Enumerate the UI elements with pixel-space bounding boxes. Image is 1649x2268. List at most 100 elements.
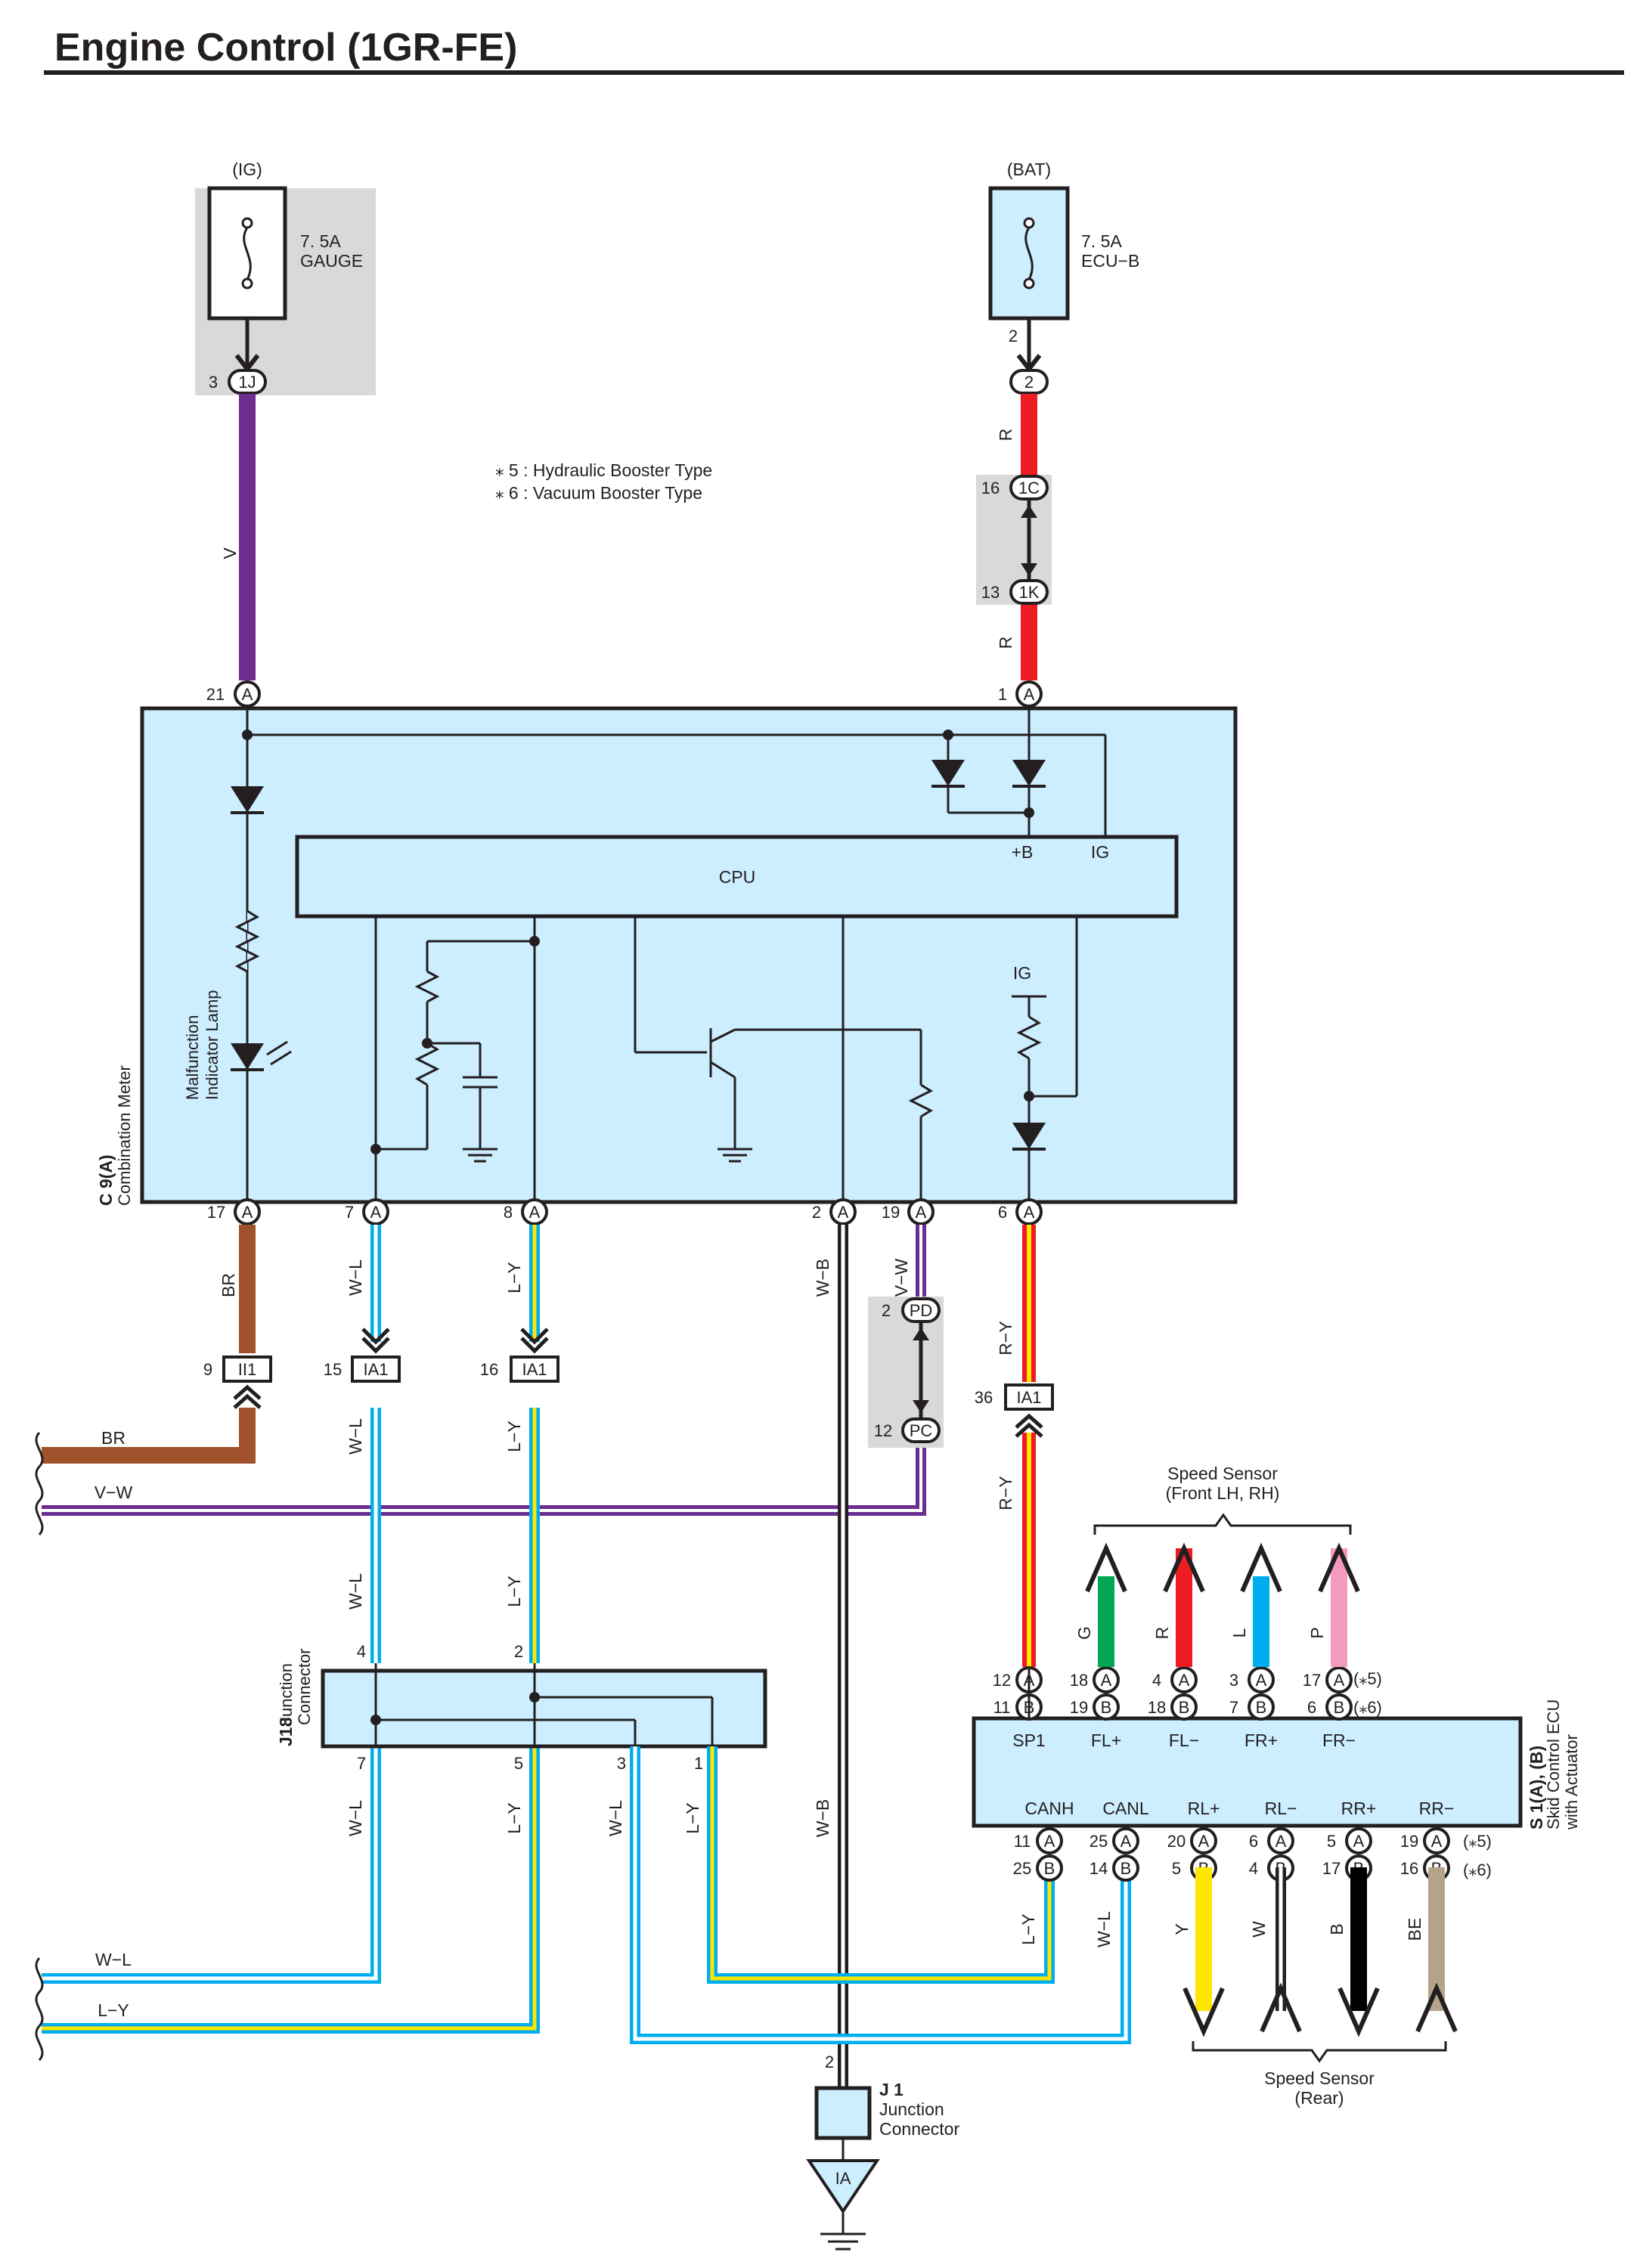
- svg-text:7: 7: [1229, 1698, 1238, 1717]
- svg-text:25: 25: [1013, 1859, 1031, 1878]
- svg-text:16: 16: [981, 479, 1000, 497]
- svg-text:A: A: [1179, 1671, 1190, 1690]
- svg-text:BE: BE: [1405, 1918, 1424, 1941]
- svg-text:14: 14: [1090, 1859, 1108, 1878]
- skid-bottom-terminals: CANHA11B25CANLA25B14RL+A20B5RL−A6B4RR+A5…: [1013, 1799, 1454, 1882]
- svg-text:W−L: W−L: [346, 1418, 365, 1455]
- svg-text:13: 13: [981, 583, 1000, 602]
- svg-text:FR+: FR+: [1244, 1730, 1278, 1750]
- svg-text:A: A: [1334, 1671, 1345, 1690]
- svg-text:1J: 1J: [238, 373, 256, 392]
- svg-text:II1: II1: [238, 1360, 256, 1379]
- cpu-block: [295, 835, 1179, 919]
- svg-text:A: A: [242, 1203, 253, 1222]
- svg-text:4: 4: [1249, 1859, 1258, 1878]
- ig-fuse-group: (IG) 7. 5A GAUGE 1J 3: [195, 160, 376, 395]
- svg-text:W−L: W−L: [95, 1950, 132, 1969]
- svg-text:B: B: [1256, 1698, 1267, 1717]
- svg-text:Connector: Connector: [295, 1648, 314, 1725]
- svg-text:L−Y: L−Y: [98, 2000, 129, 2020]
- svg-text:W−L: W−L: [1094, 1911, 1114, 1947]
- svg-text:L−Y: L−Y: [504, 1802, 524, 1834]
- svg-text:A: A: [1101, 1671, 1112, 1690]
- svg-text:2: 2: [812, 1203, 821, 1222]
- svg-text:18: 18: [1070, 1671, 1088, 1690]
- conn-1j: [228, 369, 267, 395]
- conn-ii1: II1 9: [203, 1356, 272, 1409]
- svg-text:2: 2: [882, 1301, 891, 1320]
- front-sensor-label-2: (Front LH, RH): [1166, 1483, 1280, 1503]
- svg-text:L−Y: L−Y: [504, 1576, 524, 1607]
- svg-text:11: 11: [993, 1698, 1011, 1717]
- svg-text:BR: BR: [219, 1273, 238, 1297]
- svg-text:A: A: [1121, 1832, 1132, 1851]
- svg-text:A: A: [1024, 1203, 1035, 1222]
- svg-text:with Actuator: with Actuator: [1562, 1734, 1581, 1830]
- svg-text:A: A: [1353, 1832, 1365, 1851]
- svg-text:A: A: [1198, 1832, 1210, 1851]
- title-rule: [44, 70, 1624, 75]
- svg-text:A: A: [1275, 1832, 1287, 1851]
- meter-bottom-pins: A 17 A 7 A 8 A 2 A 19 A 6: [207, 1198, 1043, 1225]
- note5-bottom: (⁎5): [1463, 1832, 1492, 1851]
- svg-text:Y: Y: [1172, 1923, 1192, 1935]
- svg-text:FL+: FL+: [1091, 1730, 1121, 1750]
- bat-source-label: (BAT): [1007, 160, 1051, 179]
- svg-text:5: 5: [1327, 1832, 1336, 1851]
- note5-top: (⁎5): [1353, 1669, 1382, 1688]
- j18-junction-box: [321, 1668, 767, 1749]
- svg-text:A: A: [1044, 1832, 1055, 1851]
- svg-text:BR: BR: [101, 1428, 126, 1448]
- svg-text:W: W: [1249, 1921, 1269, 1938]
- svg-text:FL−: FL−: [1169, 1730, 1199, 1750]
- skid-ecu-id: S 1(A), (B): [1527, 1746, 1546, 1830]
- bat-fuse-group: (BAT) 7. 5A ECU−B 2 2: [988, 160, 1139, 395]
- svg-text:15: 15: [324, 1360, 342, 1379]
- svg-text:R: R: [996, 637, 1015, 649]
- svg-text:A: A: [916, 1203, 927, 1222]
- svg-text:PC: PC: [910, 1421, 933, 1440]
- note6-top: (⁎6): [1353, 1698, 1382, 1717]
- note-hydraulic: ⁎ 5 : Hydraulic Booster Type: [495, 460, 712, 480]
- svg-text:6: 6: [1249, 1832, 1258, 1851]
- rear-speed-sensor-wires: [1183, 1867, 1458, 2037]
- wire-br-lower: [42, 1408, 256, 1464]
- svg-text:5: 5: [1172, 1859, 1181, 1878]
- svg-text:4: 4: [1152, 1671, 1161, 1690]
- front-sensor-label-1: Speed Sensor: [1167, 1464, 1278, 1483]
- svg-text:L−Y: L−Y: [683, 1802, 702, 1834]
- rear-sensor-label-1: Speed Sensor: [1264, 2068, 1375, 2088]
- svg-text:B: B: [1179, 1698, 1190, 1717]
- svg-text:12: 12: [993, 1671, 1011, 1690]
- svg-text:36: 36: [975, 1388, 993, 1407]
- svg-text:CANH: CANH: [1024, 1799, 1074, 1818]
- cpu-label: CPU: [719, 867, 756, 887]
- svg-text:R: R: [1152, 1627, 1172, 1640]
- svg-text:W−L: W−L: [606, 1800, 625, 1836]
- svg-text:V−W: V−W: [891, 1258, 911, 1297]
- svg-text:W−L: W−L: [346, 1259, 365, 1296]
- svg-text:3: 3: [1229, 1671, 1238, 1690]
- svg-text:A: A: [838, 1203, 849, 1222]
- page-title: Engine Control (1GR-FE): [54, 26, 517, 70]
- meter-pin-21: A 21: [206, 680, 261, 708]
- svg-text:16: 16: [480, 1360, 498, 1379]
- svg-text:IA: IA: [835, 2169, 851, 2188]
- svg-text:12: 12: [874, 1421, 892, 1440]
- svg-text:3: 3: [617, 1754, 626, 1773]
- svg-text:V: V: [220, 547, 240, 559]
- svg-text:Connector: Connector: [879, 2119, 959, 2139]
- svg-text:Junction: Junction: [277, 1663, 296, 1725]
- svg-text:17: 17: [207, 1203, 225, 1222]
- svg-text:Indicator Lamp: Indicator Lamp: [203, 990, 222, 1100]
- svg-text:2: 2: [825, 2053, 834, 2071]
- svg-text:Junction: Junction: [879, 2099, 944, 2119]
- svg-text:7: 7: [345, 1203, 354, 1222]
- svg-text:R−Y: R−Y: [996, 1321, 1015, 1355]
- svg-text:IA1: IA1: [522, 1360, 547, 1379]
- wire-wl: [42, 1225, 381, 1984]
